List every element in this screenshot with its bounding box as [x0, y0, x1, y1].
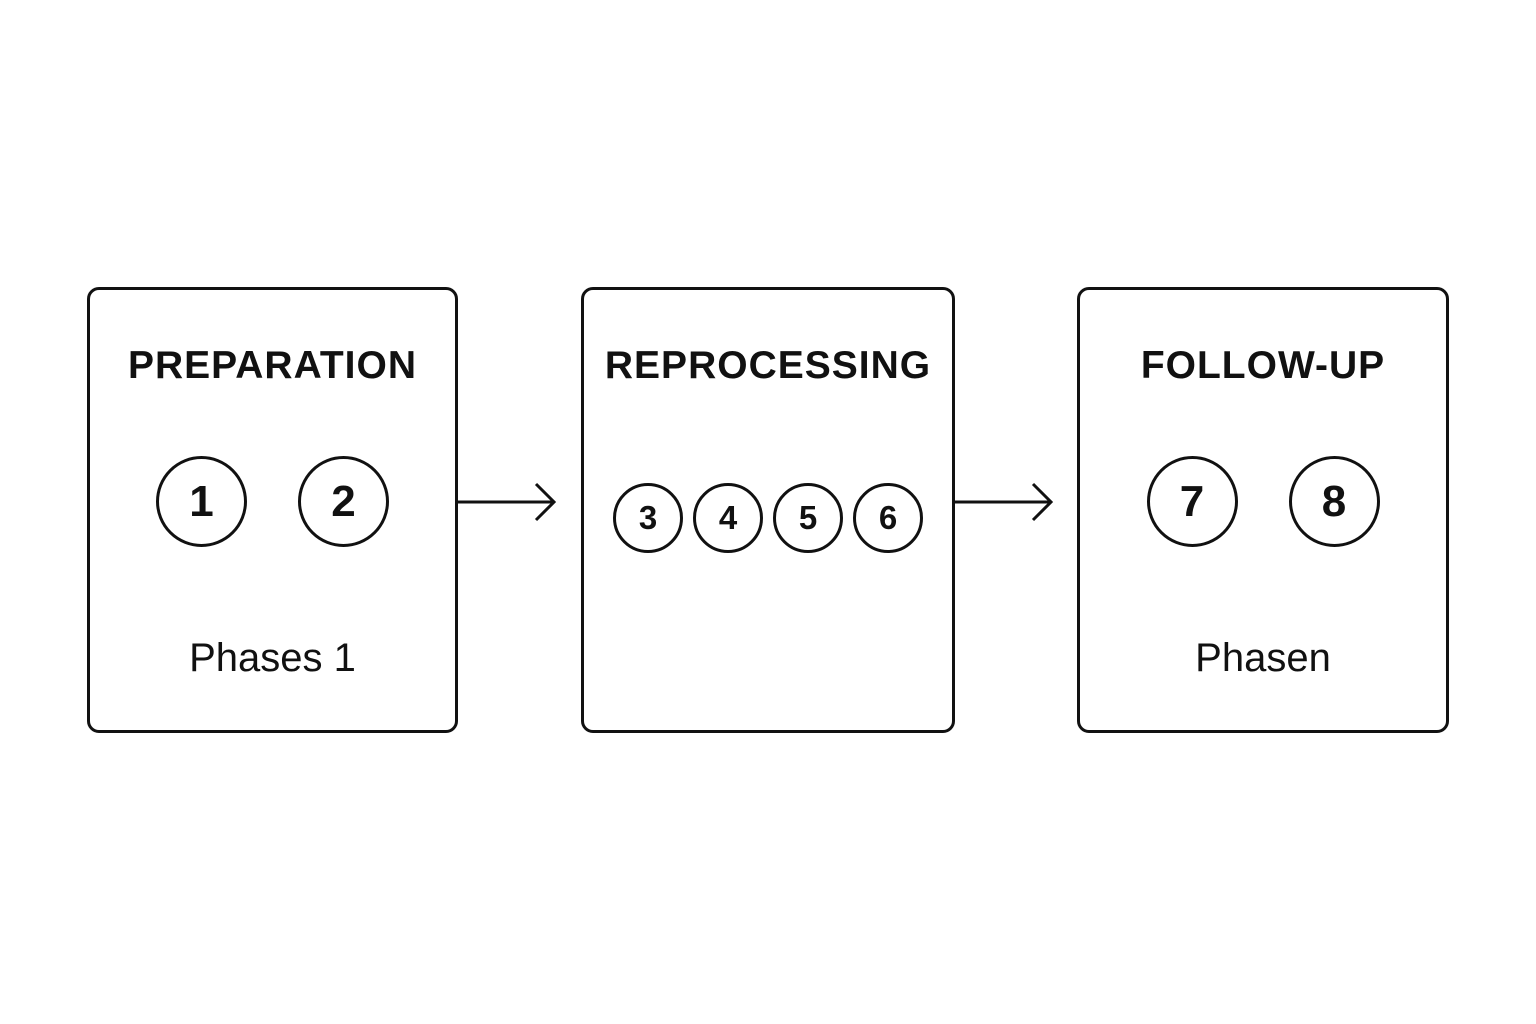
stage-box-follow-up: FOLLOW-UP 7 8 Phasen — [1077, 287, 1449, 733]
phase-circles: 3 4 5 6 — [584, 483, 952, 553]
arrow-right-icon — [458, 482, 557, 522]
phase-circle-3: 3 — [613, 483, 683, 553]
phase-circle-4: 4 — [693, 483, 763, 553]
phase-circle-1: 1 — [156, 456, 247, 547]
stage-box-preparation: PREPARATION 1 2 Phases 1 — [87, 287, 458, 733]
stage-title: PREPARATION — [127, 344, 418, 387]
arrow-right-icon — [955, 482, 1054, 522]
stage-title: FOLLOW-UP — [1140, 344, 1386, 387]
stage-caption: Phases 1 — [189, 636, 356, 680]
phase-circle-5: 5 — [773, 483, 843, 553]
stage-title: REPROCESSING — [604, 344, 932, 387]
stage-box-reprocessing: REPROCESSING 3 4 5 6 — [581, 287, 955, 733]
phase-circle-6: 6 — [853, 483, 923, 553]
phase-circle-2: 2 — [298, 456, 389, 547]
phase-circles: 1 2 — [90, 456, 455, 547]
phase-circle-7: 7 — [1146, 456, 1238, 547]
phase-circles: 7 8 — [1080, 456, 1446, 547]
stage-caption: Phasen — [1195, 636, 1331, 680]
phase-circle-8: 8 — [1288, 456, 1380, 547]
